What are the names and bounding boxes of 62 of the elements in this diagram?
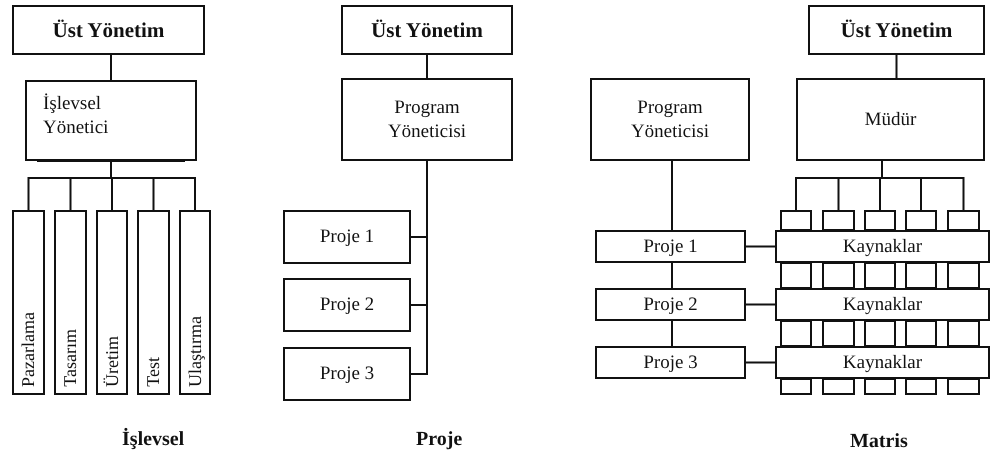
department-column [12,210,45,395]
resource-column [822,210,855,231]
department-label: Test [142,357,164,387]
connector-line [746,246,775,248]
box-label: Kaynaklar [842,350,922,374]
box-label: Program Yöneticisi [630,96,710,144]
management-box [12,5,205,55]
manager-box [796,78,985,161]
box-label: Proje 2 [643,292,698,316]
resource-column [947,210,980,231]
resource-column [905,210,937,231]
box-label: Müdür [864,108,916,132]
section-caption: Matris [850,430,908,453]
resource-band [775,230,990,263]
resource-column [780,210,812,231]
connector-line [671,321,673,346]
resource-column [864,210,896,231]
box-label: Proje 2 [320,293,374,317]
section-caption: İşlevsel [122,428,184,451]
department-label: Üretim [100,336,123,387]
connector-line [746,304,775,306]
department-column [137,210,170,395]
box-label: Proje 1 [643,234,698,258]
department-label: Pazarlama [17,312,40,387]
manager-box [590,78,750,161]
connector-line [426,55,428,78]
project-box [283,347,411,401]
resource-band [775,288,990,321]
box-label: Program Yöneticisi [386,96,468,144]
connector-line [746,362,775,364]
connector-line [110,161,196,210]
box-title: Üst Yönetim [371,16,483,44]
connector-line [881,161,964,210]
project-box [283,278,411,332]
box-label: Kaynaklar [842,234,922,258]
box-label: Proje 1 [320,225,374,249]
manager-box [341,78,513,161]
section-caption: Proje [416,428,462,451]
project-box [595,288,746,321]
box-label: Proje 3 [320,362,374,386]
management-box [341,5,513,55]
department-label: Ulaştırma [184,316,206,387]
project-box [595,346,746,379]
connector-line [671,263,673,288]
department-column [179,210,211,395]
connector-line [671,161,673,230]
manager-box [25,80,197,161]
management-box [808,5,985,55]
box-title: Üst Yönetim [840,16,952,44]
project-box [283,210,411,264]
project-box [595,230,746,263]
connector-line [411,161,428,375]
box-label: Kaynaklar [842,292,922,316]
box-label: Proje 3 [643,350,698,374]
box-label: İşlevsel Yönetici [43,92,110,140]
department-column [54,210,87,395]
resource-band [775,346,990,379]
department-column [96,210,128,395]
connector-line [110,55,112,80]
box-title: Üst Yönetim [52,16,164,44]
connector-line [896,55,898,78]
department-label: Tasarım [59,329,82,387]
